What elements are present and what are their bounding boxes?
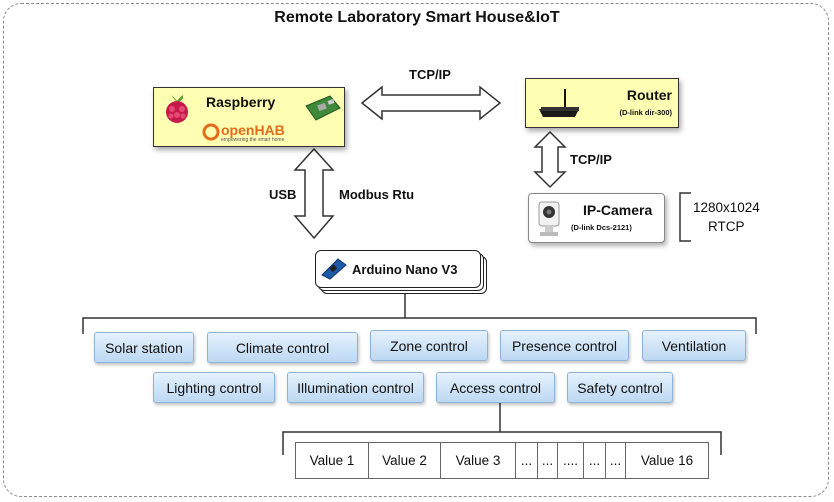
control-solar-station: Solar station	[94, 332, 194, 363]
control-ventilation: Ventilation	[642, 330, 746, 361]
ip-camera-icon	[538, 201, 560, 236]
value-cell: Value 3	[441, 443, 516, 478]
router-camera-arrow	[533, 130, 567, 189]
tcpip-double-arrow	[360, 85, 502, 121]
value-cell: Value 2	[369, 443, 441, 478]
ip-camera-node: IP-Camera (D-link Dcs-2121)	[528, 193, 665, 243]
router-node: Router (D-link dir-300)	[525, 78, 679, 128]
control-access: Access control	[436, 372, 555, 403]
router-label: Router	[626, 87, 672, 103]
values-bus	[282, 431, 722, 455]
router-model: (D-link dir-300)	[619, 108, 672, 117]
camera-protocol: RTCP	[708, 219, 745, 234]
control-presence: Presence control	[500, 330, 629, 361]
control-lighting: Lighting control	[153, 372, 275, 403]
usb-label: USB	[269, 187, 297, 202]
router-camera-link-label: TCP/IP	[570, 152, 612, 167]
value-cell: ...	[584, 443, 606, 478]
values-table: Value 1 Value 2 Value 3 ... ... .... ...…	[295, 442, 709, 479]
raspberry-label: Raspberry	[206, 94, 276, 110]
value-cell: ....	[558, 443, 584, 478]
control-bus	[82, 317, 757, 334]
camera-label: IP-Camera	[583, 202, 653, 218]
openhab-logo-text: openHAB	[221, 122, 285, 138]
circuit-board-icon	[305, 95, 341, 121]
arduino-node: Arduino Nano V3	[315, 250, 481, 288]
control-safety: Safety control	[567, 372, 673, 403]
camera-model: (D-link Dcs-2121)	[571, 223, 632, 232]
openhab-tagline: empowering the smart home	[221, 137, 285, 143]
rpi-router-link-label: TCP/IP	[409, 67, 451, 82]
value-cell: ...	[606, 443, 626, 478]
control-zone: Zone control	[370, 330, 488, 361]
usb-modbus-arrow	[293, 147, 335, 240]
diagram-title: Remote Laboratory Smart House&IoT	[274, 9, 560, 26]
camera-output-bracket	[679, 192, 691, 242]
modbus-label: Modbus Rtu	[339, 187, 415, 202]
control-climate: Climate control	[207, 332, 358, 363]
value-cell: Value 1	[296, 443, 369, 478]
camera-resolution: 1280x1024	[693, 200, 760, 215]
control-illumination: Illumination control	[287, 372, 424, 403]
raspberry-node: Raspberry openHAB empowering the smart h…	[153, 87, 345, 147]
value-cell: ...	[538, 443, 558, 478]
diagram-frame	[3, 3, 829, 497]
value-cell: Value 16	[640, 453, 694, 468]
arduino-label: Arduino Nano V3	[352, 262, 458, 277]
raspberry-pi-icon	[166, 95, 188, 123]
openhab-logo-icon: openHAB empowering the smart home	[202, 121, 292, 145]
router-icon	[539, 89, 579, 117]
arduino-board-icon	[321, 258, 347, 280]
value-cell: ...	[516, 443, 538, 478]
